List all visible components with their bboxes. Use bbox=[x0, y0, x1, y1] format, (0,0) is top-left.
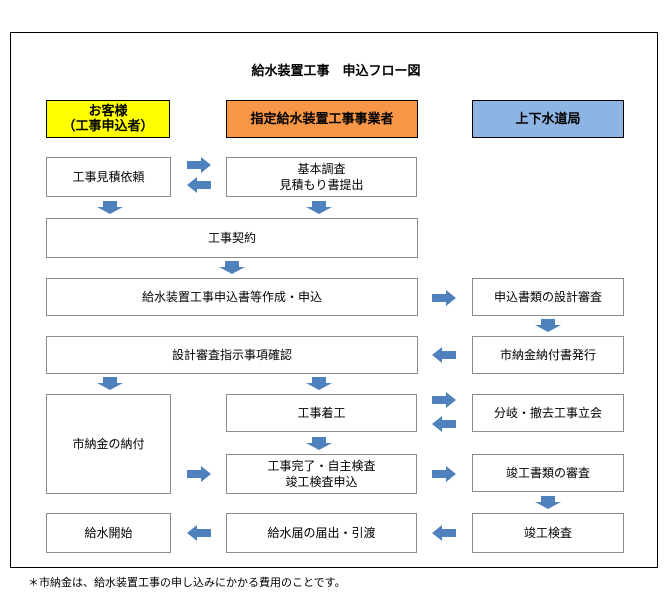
step-application: 給水装置工事申込書等作成・申込 bbox=[46, 278, 418, 316]
arrow-down-icon bbox=[306, 377, 332, 390]
step-design-review: 申込書類の設計審査 bbox=[472, 278, 624, 316]
diagram-title: 給水装置工事 申込フロー図 bbox=[251, 64, 421, 79]
step-final-inspection: 竣工検査 bbox=[472, 513, 624, 553]
step-review-confirm: 設計審査指示事項確認 bbox=[46, 336, 418, 374]
arrow-down-icon bbox=[306, 201, 332, 214]
header-customer: お客様 （工事申込者） bbox=[46, 100, 170, 138]
step-estimate-request: 工事見積依頼 bbox=[46, 157, 171, 197]
arrow-right-icon bbox=[187, 157, 211, 173]
step-basic-survey: 基本調査 見積もり書提出 bbox=[226, 157, 417, 197]
arrow-down-icon bbox=[306, 437, 332, 450]
header-contractor: 指定給水装置工事事業者 bbox=[226, 100, 418, 138]
arrow-right-icon bbox=[432, 290, 456, 306]
footnote: ＊市納金は、給水装置工事の申し込みにかかる費用のことです。 bbox=[28, 576, 346, 589]
arrow-left-icon bbox=[432, 525, 456, 541]
arrow-down-icon bbox=[535, 496, 561, 509]
step-fee-payment: 市納金の納付 bbox=[46, 394, 171, 494]
step-water-start: 給水開始 bbox=[46, 513, 171, 553]
step-completion-docs: 竣工書類の審査 bbox=[472, 454, 624, 492]
arrow-down-icon bbox=[97, 201, 123, 214]
header-bureau: 上下水道局 bbox=[472, 100, 624, 138]
arrow-left-icon bbox=[187, 177, 211, 193]
arrow-down-icon bbox=[219, 261, 245, 274]
arrow-right-icon bbox=[187, 466, 211, 482]
arrow-left-icon bbox=[432, 416, 456, 432]
arrow-left-icon bbox=[187, 525, 211, 541]
step-branch-removal: 分岐・撤去工事立会 bbox=[472, 394, 624, 432]
arrow-right-icon bbox=[432, 466, 456, 482]
step-handover: 給水届の届出・引渡 bbox=[226, 513, 417, 553]
arrow-left-icon bbox=[432, 347, 456, 363]
arrow-down-icon bbox=[535, 319, 561, 332]
step-completion: 工事完了・自主検査 竣工検査申込 bbox=[226, 454, 417, 494]
step-contract: 工事契約 bbox=[46, 218, 418, 258]
diagram-frame bbox=[10, 32, 658, 568]
arrow-down-icon bbox=[97, 377, 123, 390]
step-fee-notice: 市納金納付書発行 bbox=[472, 336, 624, 374]
arrow-right-icon bbox=[432, 392, 456, 408]
step-construction-start: 工事着工 bbox=[226, 394, 417, 432]
